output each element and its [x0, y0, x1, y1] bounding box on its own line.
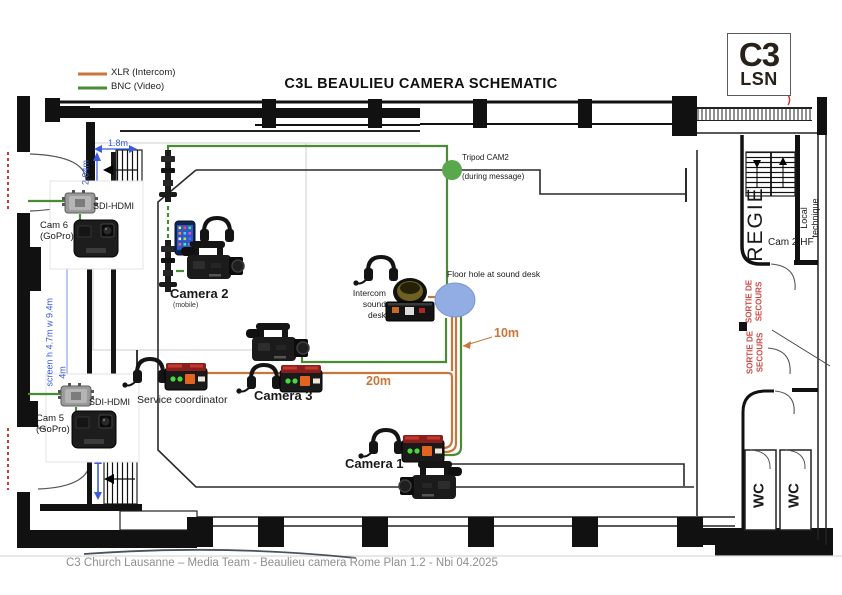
cam6-gopro-icon	[73, 219, 119, 258]
door-arc	[784, 449, 806, 470]
sdi-hdmi-label-cam6: SDI-HDMI	[93, 201, 134, 211]
camera1-camcorder-icon	[398, 460, 463, 500]
room-regie-label: REGIE	[744, 186, 767, 262]
cam5-line2: (GoPro)	[36, 423, 70, 435]
bottom-wall	[187, 516, 833, 556]
dim-4m: 4m	[57, 366, 68, 379]
exit2-line1: SORTIE DE	[745, 330, 755, 375]
coordinator-beltpack-icon	[164, 362, 208, 391]
cam5-line1: Cam 5	[36, 413, 64, 424]
wc-stall	[779, 449, 812, 531]
wc-stall	[744, 449, 777, 531]
tripod-cam2-label: Tripod CAM2	[462, 153, 509, 162]
local-line1: Local	[799, 207, 809, 229]
projection-screen	[111, 152, 116, 398]
exit1-line2: SECOURS	[754, 281, 764, 322]
exit1-line1: SORTIE DE	[744, 279, 754, 324]
intercom-base-icon	[385, 277, 435, 322]
cam5-gopro-icon	[71, 410, 117, 449]
footer-curve	[83, 548, 357, 559]
regie-wall	[740, 135, 770, 266]
tripod-cam2-marker	[442, 160, 462, 180]
xlr-intercom-cables	[161, 295, 458, 454]
right-rooms	[739, 97, 831, 545]
wc-label-1: WC	[750, 483, 768, 508]
dim-stair-height: 2.04m	[80, 160, 91, 186]
legend-xlr-label: XLR (Intercom)	[111, 67, 176, 78]
intercom-headset-icon	[351, 255, 400, 288]
door-arc	[749, 449, 771, 470]
page-title: C3L BEAULIEU CAMERA SCHEMATIC	[284, 76, 558, 92]
cam2-hf-label: Cam 2 HF	[768, 237, 814, 248]
legend-bnc-label: BNC (Video)	[111, 81, 165, 92]
local-line2: technique	[809, 198, 820, 238]
room-local-technique-label: Local technique	[799, 170, 821, 266]
footer-caption: C3 Church Lausanne – Media Team - Beauli…	[66, 557, 498, 569]
camera1-label: Camera 1	[345, 456, 404, 471]
intercom-line1: Intercom	[352, 288, 386, 298]
camera1-beltpack-icon	[401, 434, 445, 463]
camera3-label: Camera 3	[254, 388, 313, 403]
cam6-label: Cam 6 (GoPro)	[40, 220, 74, 243]
xlr-20m-label: 20m	[366, 374, 392, 388]
intercom-line2: sound	[362, 299, 386, 310]
xlr-10m-label: 10m	[494, 326, 520, 340]
door-arc	[770, 263, 796, 291]
service-coordinator-label: Service coordinator	[137, 394, 228, 406]
door-arc	[29, 153, 87, 184]
camera2-note: (mobile)	[173, 302, 199, 309]
intercom-desk-label: Intercom sound desk	[346, 288, 386, 321]
top-wall	[45, 91, 818, 136]
door-arc	[774, 390, 795, 415]
logo-top-text: C3	[738, 36, 780, 74]
exit2-line2: SECOURS	[755, 332, 765, 373]
camera1-headset-icon	[356, 428, 405, 461]
emergency-exit-label-2: SORTIE DE SECOURS	[746, 324, 765, 382]
cam6-line2: (GoPro)	[40, 230, 74, 242]
camera2-label: Camera 2	[170, 286, 229, 301]
wc-wall	[741, 389, 774, 532]
cam6-line1: Cam 6	[40, 220, 68, 231]
floor-hole-label: Floor hole at sound desk	[447, 269, 541, 279]
intercom-line3: desk	[368, 310, 386, 321]
door-arc	[767, 347, 791, 375]
10m-arrow	[462, 336, 493, 349]
door-leaf	[771, 329, 831, 367]
dim-stair-width: 1.8m	[107, 138, 128, 148]
logo-bottom-text: LSN	[740, 68, 778, 89]
dim-screen: screen h 4.7m w 9.4m	[44, 297, 55, 387]
emergency-exit-label-1: SORTIE DE SECOURS	[745, 273, 764, 331]
sdi-hdmi-label-cam5: SDI-HDMI	[89, 397, 130, 407]
wc-label-2: WC	[785, 483, 803, 508]
door-arc	[37, 457, 91, 490]
c3-lsn-logo: C3 LSN	[727, 33, 791, 96]
cam5-label: Cam 5 (GoPro)	[36, 413, 70, 436]
stairs-bottom-left	[40, 455, 198, 531]
floor-hole-marker	[434, 282, 476, 318]
tripod-cam2-note: (during message)	[462, 172, 525, 181]
left-wall	[7, 96, 197, 548]
